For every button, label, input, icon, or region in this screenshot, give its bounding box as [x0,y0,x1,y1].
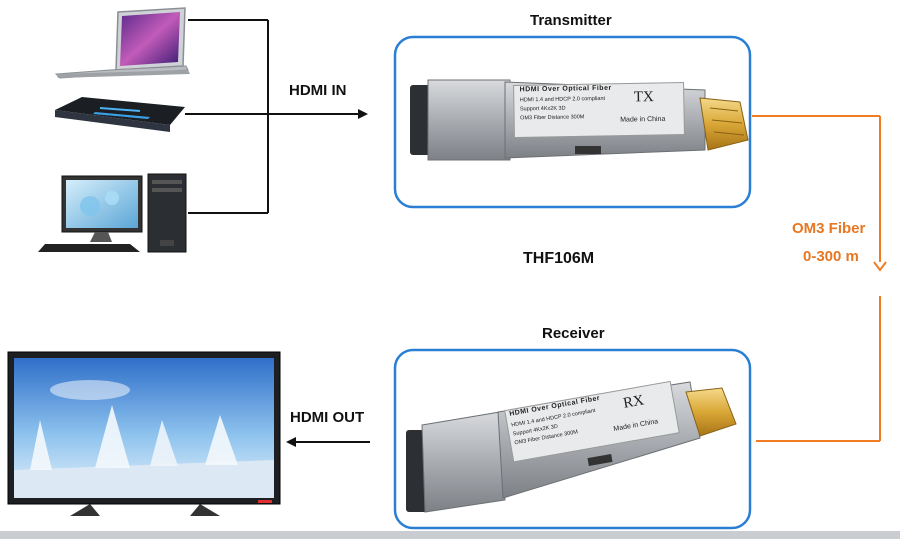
desktop-pc-icon [38,173,187,253]
rx-module [406,380,737,513]
rx-code: RX [621,392,646,412]
bottom-border [0,531,900,539]
hdmi-out-label: HDMI OUT [290,409,365,426]
source-bracket [185,19,269,214]
media-player-icon [55,97,185,132]
rx-made-in: Made in China [613,418,659,433]
tx-label-plate: HDMI Over Optical Fiber HDMI 1.4 and HDC… [516,83,685,136]
tx-spec-3: OM3 Fiber Distance 300M [520,114,585,122]
tx-spec-2: Support 4Kx2K 3D [519,105,566,113]
fiber-range-label: 0-300 m [803,248,859,265]
tx-module [410,79,749,161]
model-label: THF106M [523,250,595,267]
transmitter-title: Transmitter [530,12,612,29]
tx-spec-1: HDMI 1.4 and HDCP 2.0 compliant [519,95,606,104]
hdmi-in-label: HDMI IN [289,82,347,99]
tx-code: TX [633,89,654,106]
receiver-title: Receiver [542,325,605,342]
tx-made-in: Made in China [620,115,666,124]
fiber-type-label: OM3 Fiber [792,220,866,237]
laptop-icon [54,7,190,79]
tx-module-title: HDMI Over Optical Fiber [519,84,612,94]
fiber-line [752,115,887,442]
tv-icon [7,351,281,516]
